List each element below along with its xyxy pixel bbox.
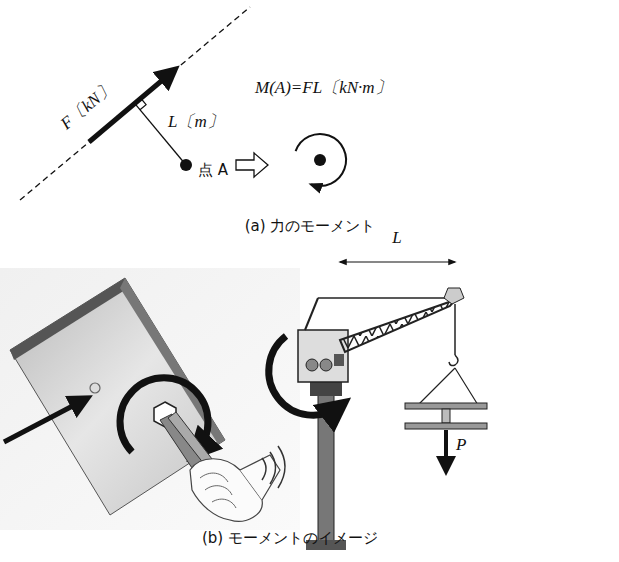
load-label: P bbox=[456, 435, 466, 455]
hollow-arrow bbox=[236, 153, 268, 177]
dimension-label: L bbox=[392, 228, 401, 248]
force-diagram bbox=[20, 7, 346, 200]
point-a bbox=[180, 159, 192, 171]
crane bbox=[269, 262, 487, 550]
caption: (b) モーメントのイメージ bbox=[202, 529, 378, 547]
caption: (a) 力のモーメント bbox=[245, 217, 376, 235]
arm-label: L〔m〕 bbox=[168, 112, 224, 132]
right-angle bbox=[140, 99, 146, 110]
point-label: 点 A bbox=[198, 161, 228, 179]
photo-ground bbox=[0, 268, 300, 530]
moment-label: M(A)=FL〔kN·m〕 bbox=[255, 78, 392, 98]
moment-arrow bbox=[296, 134, 346, 186]
wrench-hand bbox=[160, 412, 285, 521]
moment-point bbox=[314, 154, 326, 166]
line-of-action bbox=[20, 7, 250, 200]
dimension-line bbox=[340, 261, 455, 262]
